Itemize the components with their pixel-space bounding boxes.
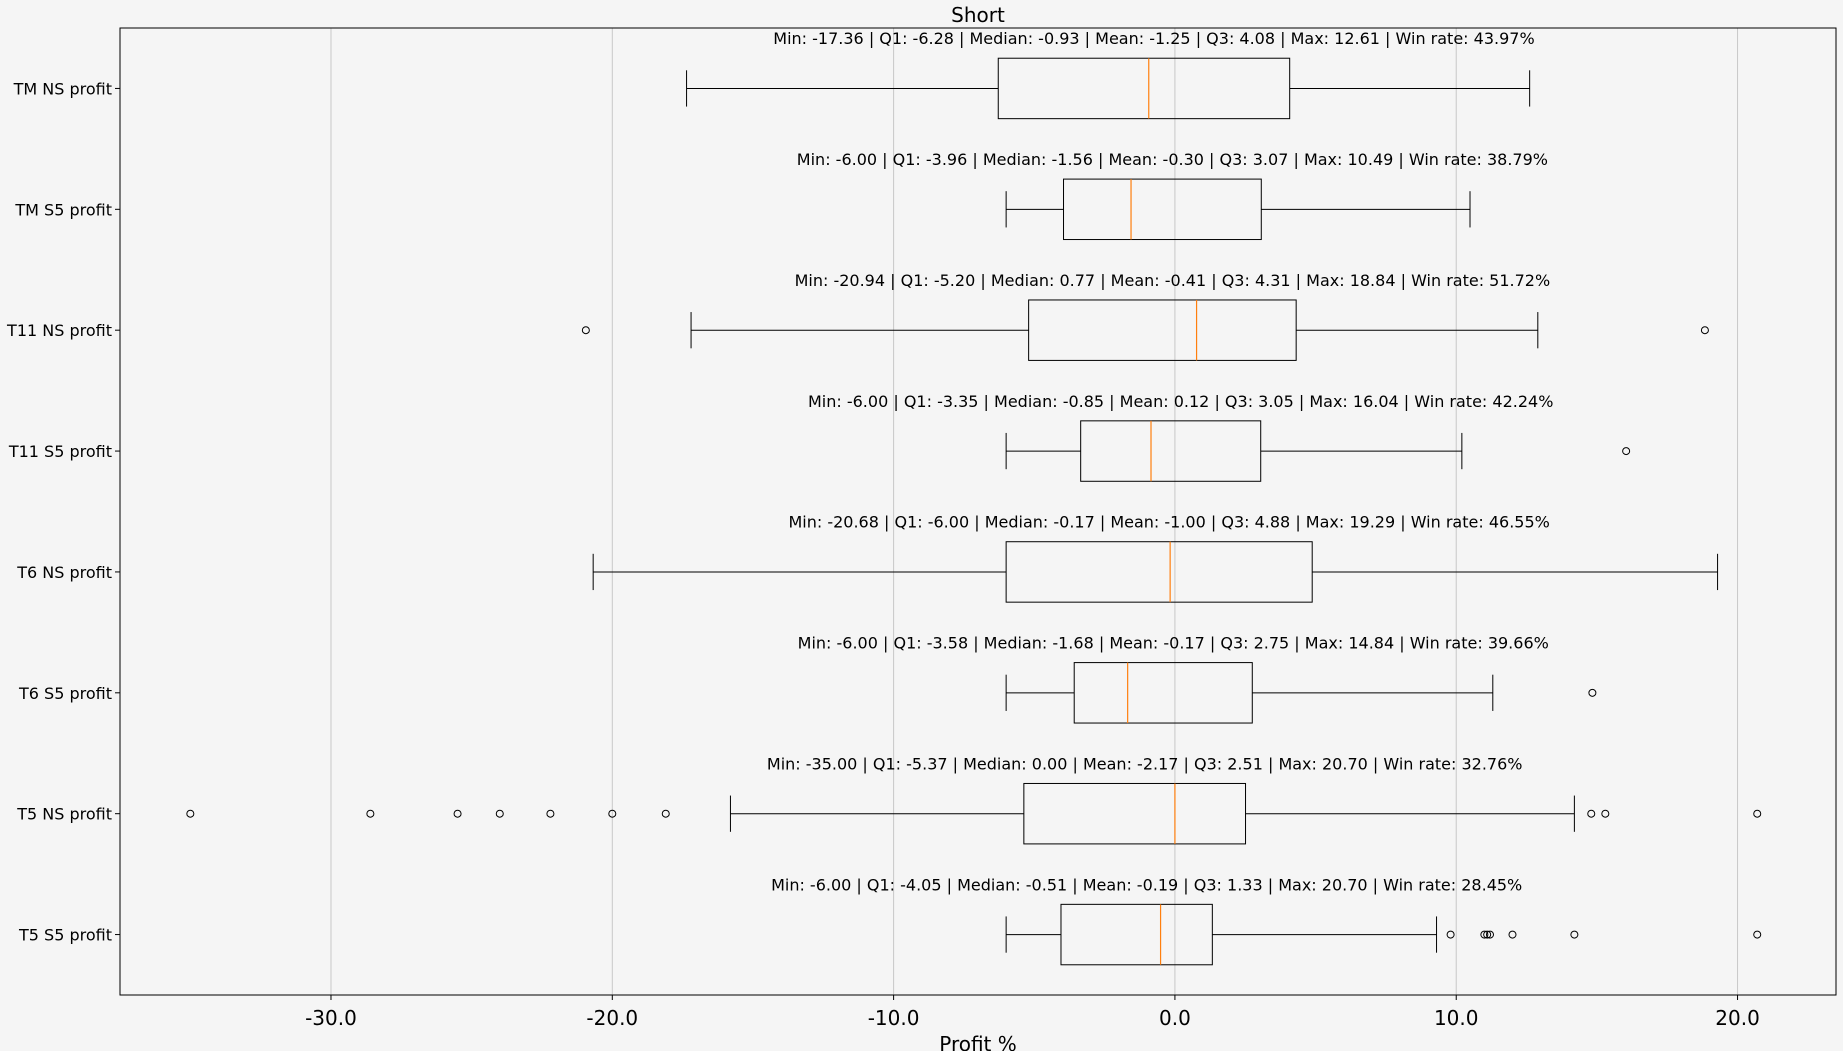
outlier-point — [1753, 930, 1762, 939]
outlier-point — [1480, 930, 1489, 939]
y-tick-label: T6 S5 profit — [18, 684, 112, 703]
box-group: Min: -6.00 | Q1: -3.35 | Median: -0.85 |… — [808, 392, 1631, 482]
outlier-point — [1485, 930, 1494, 939]
outlier-point — [1570, 930, 1579, 939]
iqr-box — [1073, 662, 1253, 724]
outlier-point — [608, 809, 617, 818]
x-tick-label: -10.0 — [868, 1006, 920, 1030]
x-axis-label: Profit % — [939, 1032, 1017, 1051]
outlier-point — [1588, 688, 1597, 697]
y-tick-label: TM S5 profit — [14, 200, 112, 219]
box-stats-label: Min: -17.36 | Q1: -6.28 | Median: -0.93 … — [773, 29, 1534, 48]
x-tick-label: -30.0 — [305, 1006, 357, 1030]
outlier-point — [546, 809, 555, 818]
outlier-point — [495, 809, 504, 818]
iqr-box — [1023, 782, 1247, 845]
x-tick-label: 10.0 — [1434, 1006, 1479, 1030]
y-tick-label: T5 S5 profit — [18, 926, 112, 945]
grid-layer — [330, 28, 1739, 995]
y-tick-label: T11 NS profit — [6, 321, 112, 340]
iqr-box — [1005, 541, 1313, 603]
box-group: Min: -6.00 | Q1: -4.05 | Median: -0.51 |… — [771, 875, 1762, 966]
box-stats-label: Min: -6.00 | Q1: -3.58 | Median: -1.68 |… — [798, 634, 1549, 653]
box-stats-label: Min: -35.00 | Q1: -5.37 | Median: 0.00 |… — [767, 754, 1523, 773]
iqr-box — [1080, 420, 1262, 482]
box-stats-label: Min: -6.00 | Q1: -3.35 | Median: -0.85 |… — [808, 392, 1553, 411]
iqr-box — [997, 57, 1291, 120]
outlier-point — [1700, 326, 1709, 335]
iqr-box — [1063, 178, 1262, 241]
outlier-point — [1508, 930, 1517, 939]
x-tick-label: 0.0 — [1159, 1006, 1191, 1030]
chart-title: Short — [951, 3, 1005, 27]
y-tick-label: T5 NS profit — [16, 805, 112, 824]
box-stats-label: Min: -20.94 | Q1: -5.20 | Median: 0.77 |… — [795, 271, 1551, 290]
y-tick-label: T11 S5 profit — [8, 442, 112, 461]
outlier-point — [1601, 809, 1610, 818]
iqr-box — [1028, 299, 1297, 361]
box-stats-label: Min: -20.68 | Q1: -6.00 | Median: -0.17 … — [788, 513, 1549, 532]
iqr-box — [1060, 903, 1213, 966]
box-group: Min: -20.94 | Q1: -5.20 | Median: 0.77 |… — [581, 271, 1709, 361]
y-tick-label: T6 NS profit — [16, 563, 112, 582]
outlier-point — [1483, 930, 1492, 939]
outlier-point — [453, 809, 462, 818]
x-tick-labels: -30.0 -20.0 -10.0 0.0 10.0 20.0 — [305, 995, 1760, 1030]
box-stats-label: Min: -6.00 | Q1: -4.05 | Median: -0.51 |… — [771, 875, 1522, 894]
outlier-point — [661, 809, 670, 818]
outlier-point — [1587, 809, 1596, 818]
box-stats-label: Min: -6.00 | Q1: -3.96 | Median: -1.56 |… — [797, 150, 1548, 169]
box-group: Min: -6.00 | Q1: -3.96 | Median: -1.56 |… — [797, 150, 1548, 241]
x-tick-label: 20.0 — [1715, 1006, 1760, 1030]
box-group: Min: -17.36 | Q1: -6.28 | Median: -0.93 … — [686, 29, 1535, 120]
box-group: Min: -6.00 | Q1: -3.58 | Median: -1.68 |… — [798, 634, 1597, 724]
x-tick-label: -20.0 — [586, 1006, 638, 1030]
outlier-point — [366, 809, 375, 818]
plot-area-frame — [119, 27, 1837, 996]
outlier-point — [186, 809, 195, 818]
box-layer: Min: -17.36 | Q1: -6.28 | Median: -0.93 … — [186, 29, 1762, 966]
outlier-point — [1753, 809, 1762, 818]
box-group: Min: -20.68 | Q1: -6.00 | Median: -0.17 … — [592, 513, 1719, 603]
outlier-point — [581, 326, 590, 335]
outlier-point — [1622, 447, 1631, 456]
outlier-point — [1446, 930, 1455, 939]
box-group: Min: -35.00 | Q1: -5.37 | Median: 0.00 |… — [186, 754, 1762, 845]
y-tick-label: TM NS profit — [13, 79, 112, 98]
